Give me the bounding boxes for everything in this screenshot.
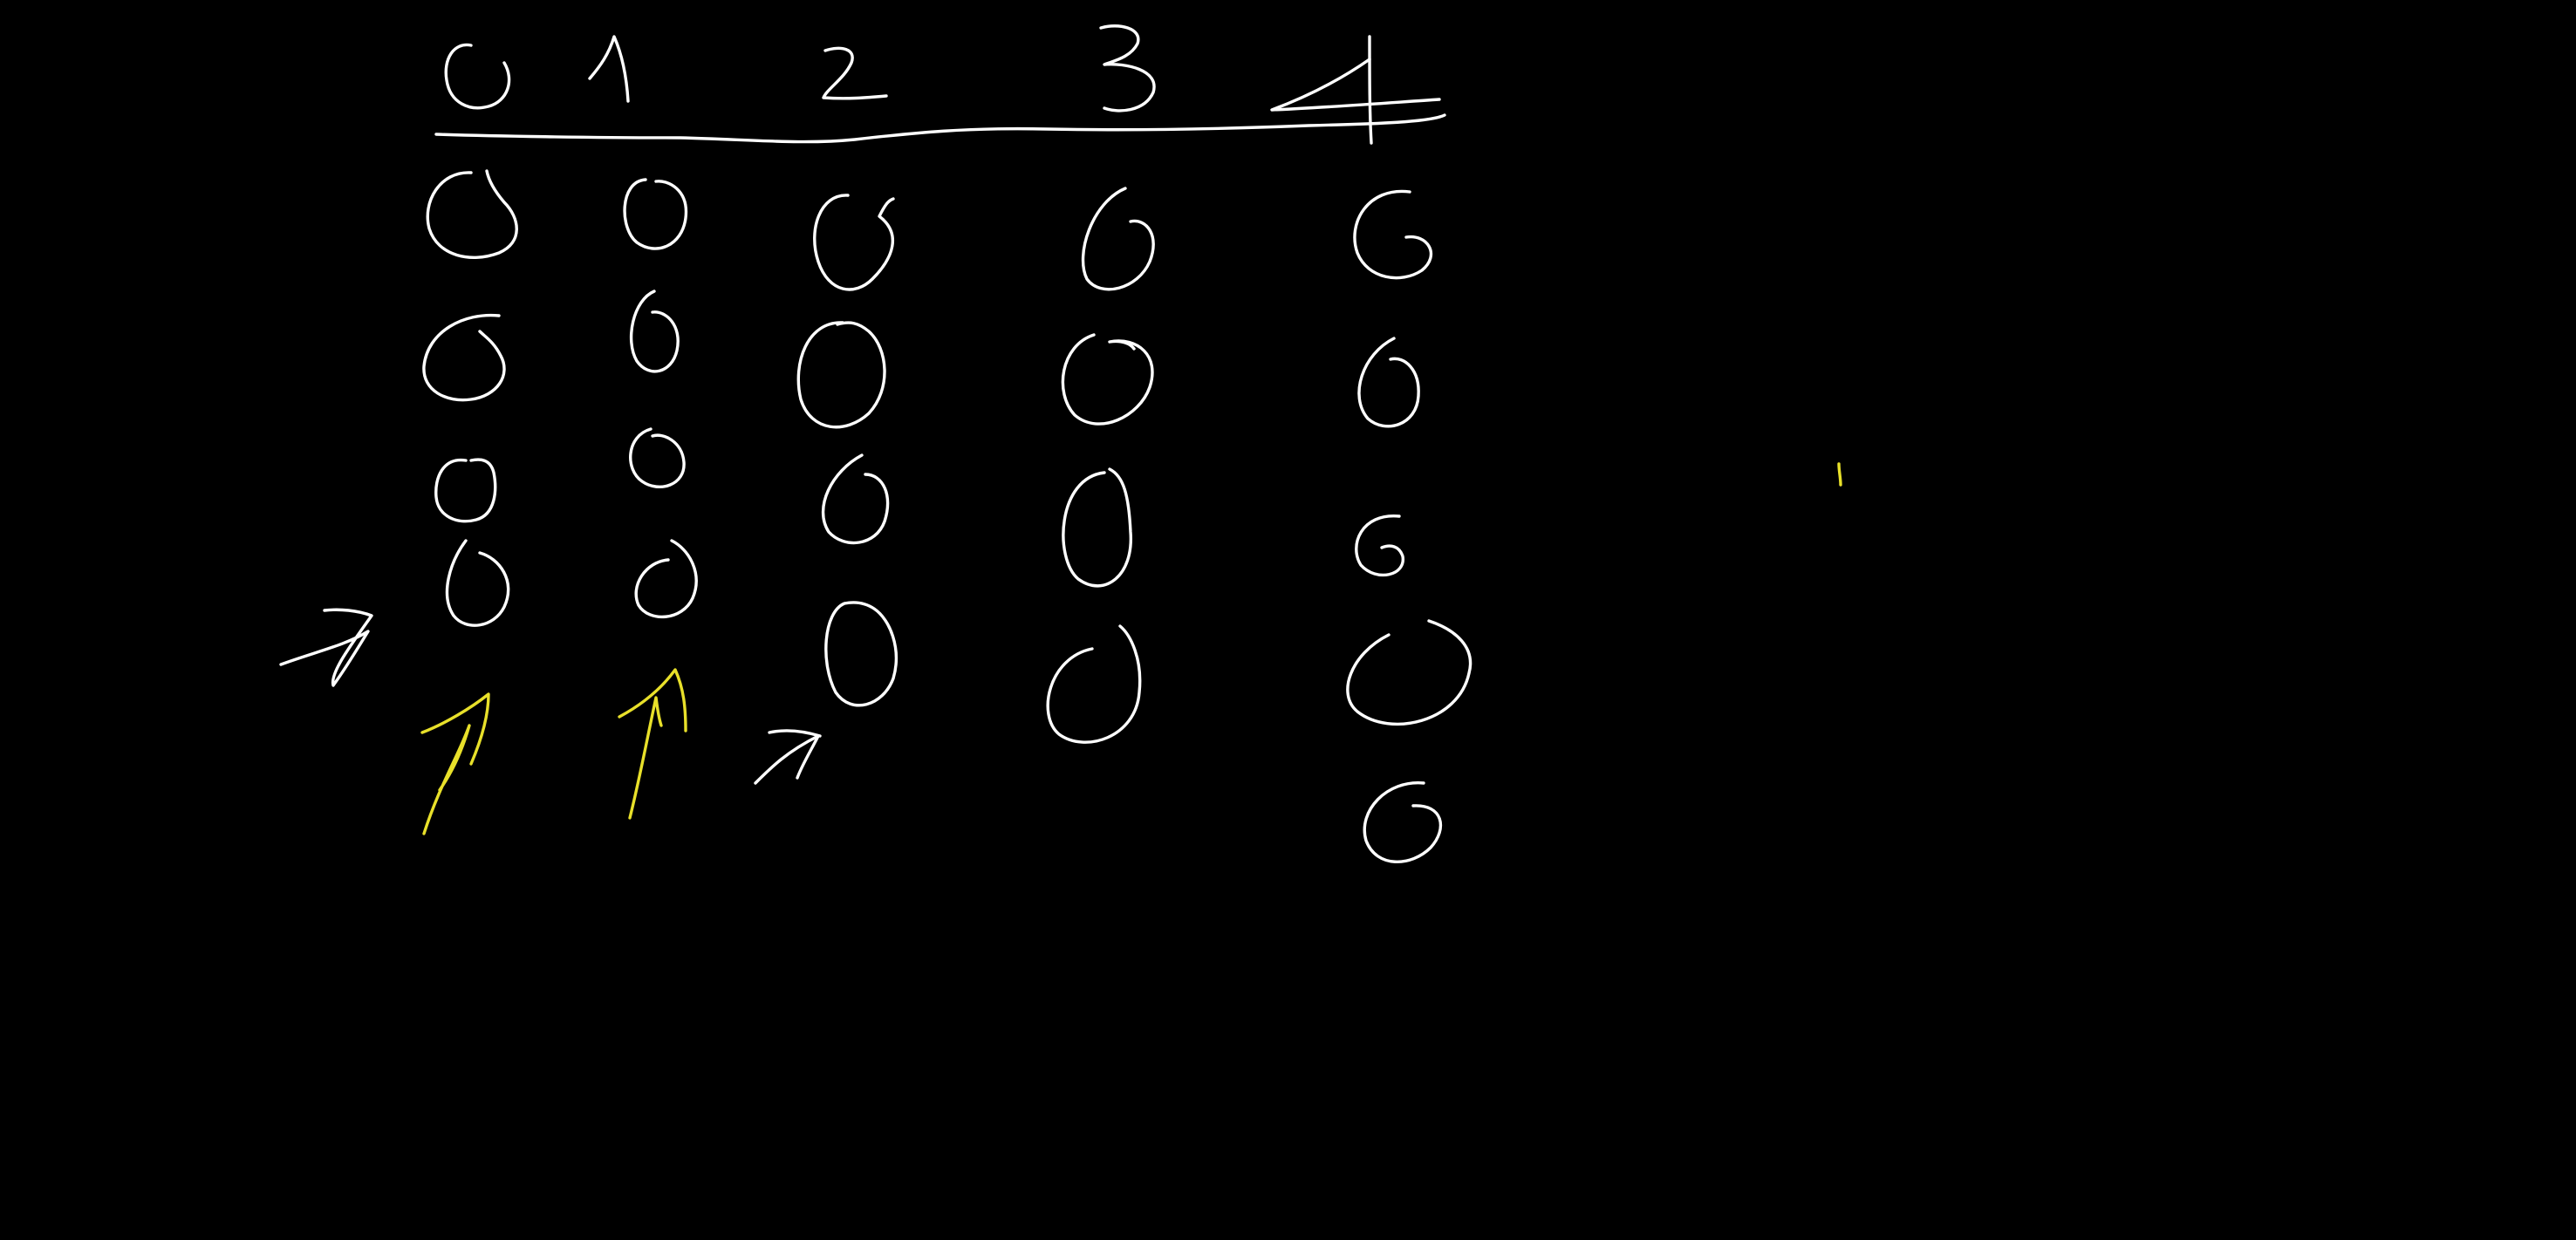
- yellow-pointers: [420, 462, 1842, 835]
- col1-row0-zero: [623, 178, 688, 250]
- yellow-stray-mark: [1837, 462, 1842, 487]
- col1-row3-zero: [634, 539, 698, 619]
- col0-row3-zero: [445, 539, 510, 627]
- header-3: [1099, 24, 1156, 112]
- col0-row2-zero: [434, 458, 497, 523]
- column-3: [1046, 187, 1155, 744]
- header-4-stem: [1368, 35, 1373, 145]
- col0-row1-zero: [422, 313, 506, 402]
- header-underline: [434, 113, 1446, 144]
- yellow-arrow-column0-icon: [420, 692, 490, 835]
- col2-row2-zero: [821, 453, 890, 545]
- col4-row3-zero: [1346, 619, 1472, 726]
- white-pointers: [279, 608, 822, 785]
- yellow-arrow-column1-icon: [618, 668, 687, 820]
- header-0: [444, 43, 511, 110]
- col3-row2-zero: [1062, 467, 1132, 588]
- column-1: [623, 178, 698, 619]
- col2-row0-zero: [813, 194, 895, 291]
- col2-row3-zero: [824, 601, 898, 707]
- col4-row1-zero: [1357, 337, 1420, 428]
- header-4: [1270, 58, 1441, 112]
- column-2: [796, 194, 898, 707]
- column-0: [422, 169, 518, 627]
- arrow-left-pointer-icon: [279, 608, 373, 687]
- header-2: [822, 46, 888, 100]
- col2-row1-zero: [796, 321, 886, 429]
- header-1: [588, 35, 630, 103]
- col3-row1-zero: [1061, 333, 1154, 426]
- col3-row0-zero: [1081, 187, 1155, 291]
- column-4: [1346, 189, 1472, 863]
- col4-row4-zero: [1363, 781, 1443, 863]
- column-headers: [444, 24, 1441, 145]
- col4-row0-zero: [1353, 189, 1433, 280]
- col3-row3-zero: [1046, 624, 1142, 744]
- arrow-column2-pointer-icon: [754, 729, 822, 785]
- col1-row2-zero: [629, 427, 686, 489]
- col0-row0-zero: [426, 169, 518, 259]
- col1-row1-zero: [629, 290, 680, 373]
- col4-row2-zero: [1355, 514, 1404, 577]
